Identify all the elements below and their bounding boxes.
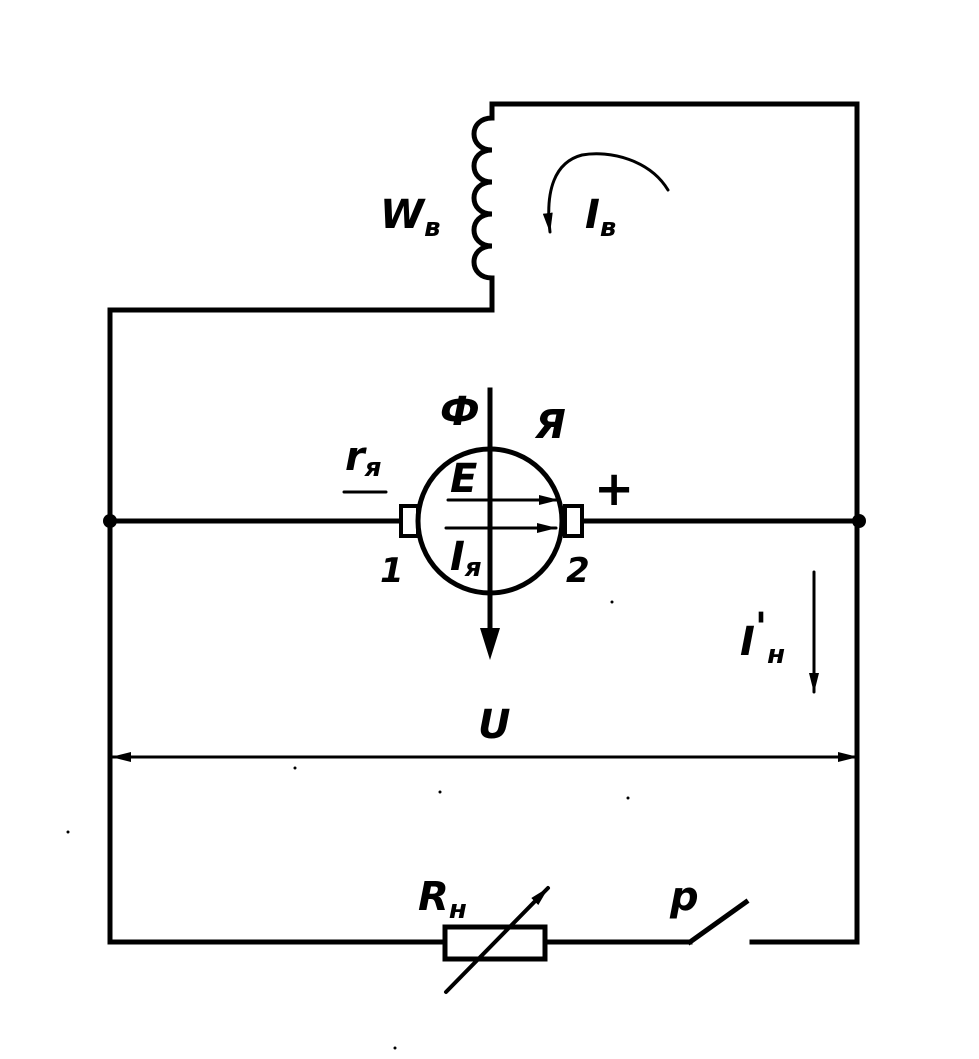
field-current-circulation-arrow <box>542 152 670 234</box>
speck <box>293 766 297 770</box>
emf-label: E <box>450 456 477 502</box>
switch-label: p <box>669 874 699 920</box>
field-current-label: Iв <box>585 192 616 243</box>
brush-2 <box>563 504 584 538</box>
speck <box>610 600 614 604</box>
speck <box>66 830 70 834</box>
speck <box>438 790 442 794</box>
flux-arrow-head <box>480 628 500 660</box>
top-right-wire <box>489 101 860 945</box>
load-resistance-label: Rн <box>418 874 467 925</box>
speck <box>393 1046 397 1050</box>
armature-label: Я <box>534 402 566 448</box>
resistor-variable-arrow <box>444 886 550 994</box>
armature-current-label: Iя <box>450 534 482 583</box>
flux-label: Ф <box>440 389 480 435</box>
left-wire <box>107 299 495 945</box>
terminal-2-label: 2 <box>566 551 590 591</box>
armature-resistance-label: rя <box>345 434 381 483</box>
load-resistor <box>442 924 548 962</box>
field-winding-label: Wв <box>380 192 441 243</box>
terminal-1-label: 1 <box>380 551 404 591</box>
plus-label: + <box>594 461 634 517</box>
brush-1 <box>399 504 420 538</box>
switch-blade <box>686 898 750 946</box>
field-winding-coil <box>471 101 495 305</box>
load-current-label: I'н <box>740 605 785 670</box>
speck <box>626 796 630 800</box>
voltage-label: U <box>478 702 510 748</box>
